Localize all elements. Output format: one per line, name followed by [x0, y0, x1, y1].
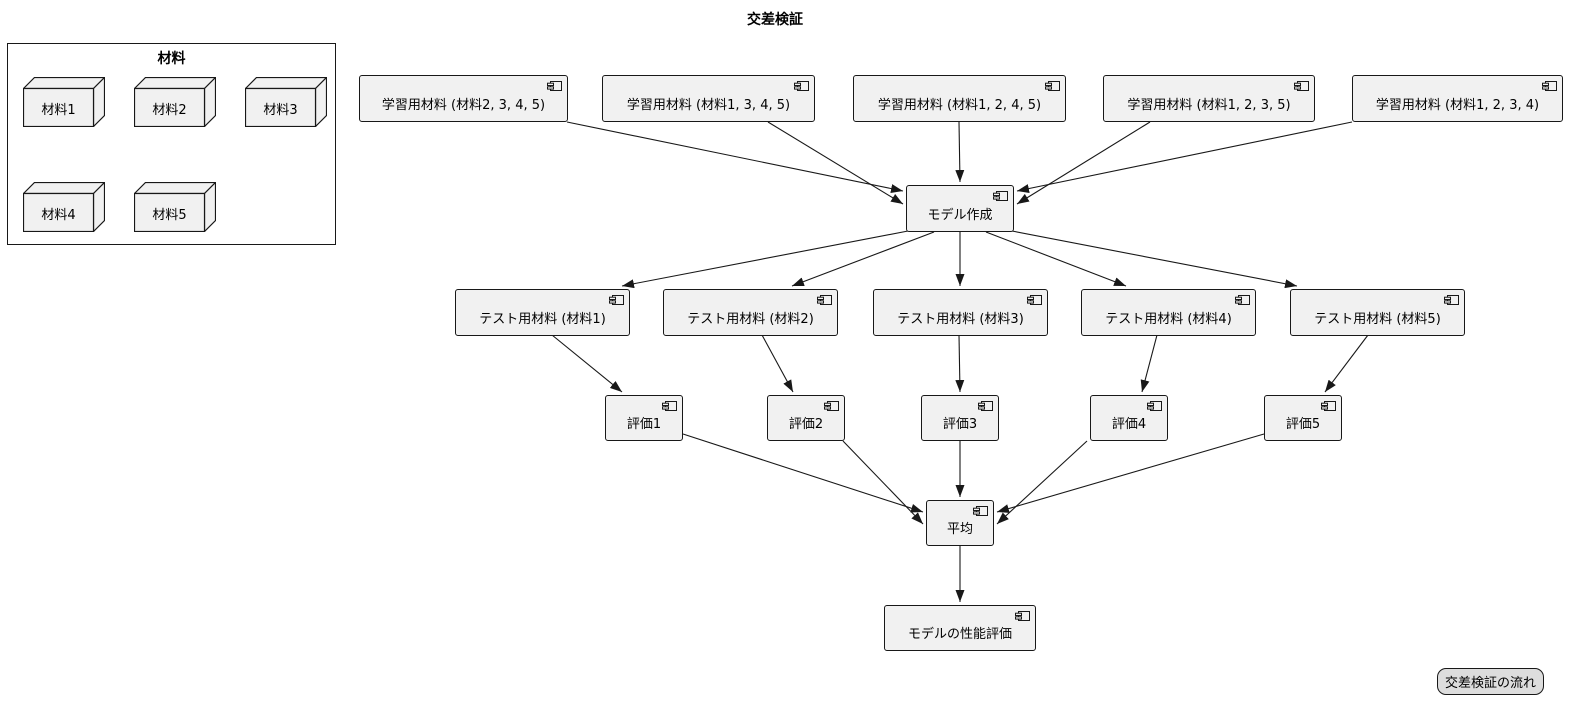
component-label: 平均 [946, 522, 973, 537]
node-label: 材料3 [263, 102, 298, 118]
component-icon [1443, 294, 1459, 306]
node-label: 材料2 [152, 102, 187, 118]
component-label: テスト用材料 (材料5) [1314, 311, 1441, 327]
node-material-3: 材料3 [245, 77, 327, 127]
component-icon [608, 294, 624, 306]
component-icon [793, 80, 809, 92]
component-label: 評価1 [626, 417, 662, 432]
component-average: 平均 [926, 500, 994, 546]
component-training-1: 学習用材料 (材料2, 3, 4, 5) [359, 75, 568, 122]
component-training-4: 学習用材料 (材料1, 2, 3, 5) [1103, 75, 1315, 122]
component-label: 評価2 [788, 417, 824, 432]
component-result: モデルの性能評価 [884, 605, 1036, 651]
component-label: 評価4 [1111, 417, 1147, 432]
node-label: 材料5 [152, 207, 187, 223]
component-label: 学習用材料 (材料1, 2, 4, 5) [877, 97, 1042, 113]
component-icon [1293, 80, 1309, 92]
component-eval-3: 評価3 [921, 395, 999, 441]
component-icon [977, 400, 993, 412]
component-label: 評価5 [1285, 417, 1321, 432]
component-test-4: テスト用材料 (材料4) [1081, 289, 1256, 336]
component-icon [823, 400, 839, 412]
caption-legend: 交差検証の流れ [1437, 668, 1545, 695]
component-icon [972, 505, 988, 517]
component-label: 学習用材料 (材料1, 2, 3, 4) [1375, 97, 1540, 113]
component-label: テスト用材料 (材料4) [1105, 311, 1232, 327]
component-icon [992, 190, 1008, 202]
component-icon [1026, 294, 1042, 306]
node-material-4: 材料4 [23, 182, 105, 232]
component-eval-1: 評価1 [605, 395, 683, 441]
component-test-3: テスト用材料 (材料3) [873, 289, 1048, 336]
component-icon [1234, 294, 1250, 306]
component-icon [1320, 400, 1336, 412]
component-label: 学習用材料 (材料1, 2, 3, 5) [1127, 97, 1291, 113]
component-label: テスト用材料 (材料2) [687, 311, 814, 327]
component-training-5: 学習用材料 (材料1, 2, 3, 4) [1352, 75, 1563, 122]
node-label: 材料4 [41, 207, 76, 223]
diagram-title: 交差検証 [747, 12, 803, 28]
component-icon [546, 80, 562, 92]
edges-evals-to-average [682, 433, 1265, 525]
component-icon [1044, 80, 1060, 92]
node-material-2: 材料2 [134, 77, 216, 127]
component-label: 評価3 [942, 417, 978, 432]
component-test-2: テスト用材料 (材料2) [663, 289, 838, 336]
component-icon [1541, 80, 1557, 92]
edges-tests-to-evals [551, 334, 1369, 393]
component-test-5: テスト用材料 (材料5) [1290, 289, 1465, 336]
component-test-1: テスト用材料 (材料1) [455, 289, 630, 336]
component-icon [1014, 610, 1030, 622]
component-eval-4: 評価4 [1090, 395, 1168, 441]
component-label: 学習用材料 (材料1, 3, 4, 5) [626, 97, 791, 113]
component-label: テスト用材料 (材料3) [897, 311, 1024, 327]
component-training-2: 学習用材料 (材料1, 3, 4, 5) [602, 75, 815, 122]
component-label: モデル作成 [927, 207, 993, 223]
component-label: テスト用材料 (材料1) [479, 311, 606, 327]
package-materials: 材料 材料1 材料2 材料3 [7, 43, 336, 245]
edges-model-to-tests [621, 230, 1298, 289]
package-title: 材料 [157, 51, 186, 67]
component-icon [661, 400, 677, 412]
component-label: 学習用材料 (材料2, 3, 4, 5) [381, 97, 546, 113]
component-eval-5: 評価5 [1264, 395, 1342, 441]
component-model: モデル作成 [906, 185, 1014, 232]
component-icon [816, 294, 832, 306]
component-label: モデルの性能評価 [907, 627, 1012, 642]
node-material-1: 材料1 [23, 77, 105, 127]
node-material-5: 材料5 [134, 182, 216, 232]
node-label: 材料1 [41, 102, 76, 118]
component-icon [1146, 400, 1162, 412]
edges-training-to-model [566, 121, 1353, 205]
component-eval-2: 評価2 [767, 395, 845, 441]
component-training-3: 学習用材料 (材料1, 2, 4, 5) [853, 75, 1066, 122]
